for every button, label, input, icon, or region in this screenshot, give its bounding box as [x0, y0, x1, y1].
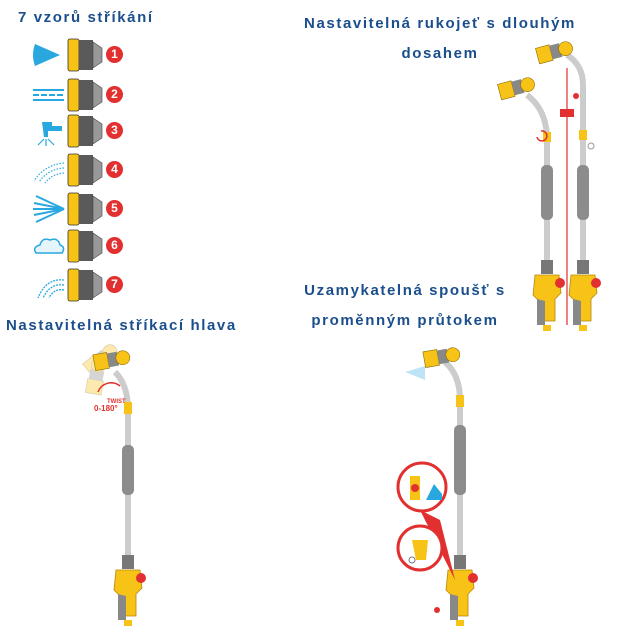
pattern-number-badge: 7	[106, 276, 123, 293]
heading-spray-patterns: 7 vzorů stříkání	[18, 9, 154, 26]
nozzle-icon	[67, 114, 103, 148]
spray-pattern-row: 2	[30, 78, 130, 112]
soaker-icon	[37, 268, 103, 302]
fan-spray-icon	[33, 192, 103, 226]
pattern-number-badge: 5	[106, 200, 123, 217]
heading-adjustable-handle: Nastavitelná rukojeť s dlouhým dosahem	[280, 9, 600, 69]
tap-flow-icon	[37, 114, 103, 148]
heading-line: proměnným průtokem	[311, 312, 499, 329]
wand-illustration-trigger	[396, 345, 479, 627]
pattern-number-badge: 6	[106, 237, 123, 254]
nozzle-icon	[67, 78, 103, 112]
jet-icon	[33, 38, 103, 72]
wand-illustration-short	[496, 74, 566, 332]
pattern-number-badge: 1	[106, 46, 123, 63]
heading-lockable-trigger: Uzamykatelná spoušť s proměnným průtokem	[260, 276, 550, 336]
heading-line: dosahem	[401, 45, 479, 62]
pattern-number-badge: 4	[106, 161, 123, 178]
twist-label: TWIST	[107, 399, 126, 405]
wand-illustration-twist-head: TWIST 0-180°	[82, 340, 147, 627]
spray-pattern-row: 4	[30, 153, 130, 187]
heading-line: Uzamykatelná spoušť s	[304, 282, 506, 299]
spray-pattern-row: 1	[30, 38, 130, 72]
pattern-number-badge: 3	[106, 122, 123, 139]
nozzle-icon	[67, 153, 103, 187]
length-tag	[560, 109, 574, 117]
spray-pattern-row: 7	[30, 268, 130, 302]
nozzle-icon	[67, 192, 103, 226]
heading-line: Nastavitelná rukojeť s dlouhým	[304, 15, 576, 32]
flat-stream-icon	[33, 78, 103, 112]
wand-illustration-long	[534, 38, 602, 332]
nozzle-icon	[67, 229, 103, 263]
heading-adjustable-head: Nastavitelná stříkací hlava	[6, 317, 237, 334]
nozzle-icon	[67, 38, 103, 72]
nozzle-icon	[67, 268, 103, 302]
spray-pattern-row: 3	[30, 114, 130, 148]
spray-pattern-row: 6	[30, 229, 130, 263]
pattern-number-badge: 2	[106, 86, 123, 103]
shower-icon	[33, 153, 103, 187]
mist-icon	[33, 229, 103, 263]
flow-control-callout	[396, 461, 448, 513]
spray-pattern-row: 5	[30, 192, 130, 226]
twist-range: 0-180°	[94, 404, 118, 413]
